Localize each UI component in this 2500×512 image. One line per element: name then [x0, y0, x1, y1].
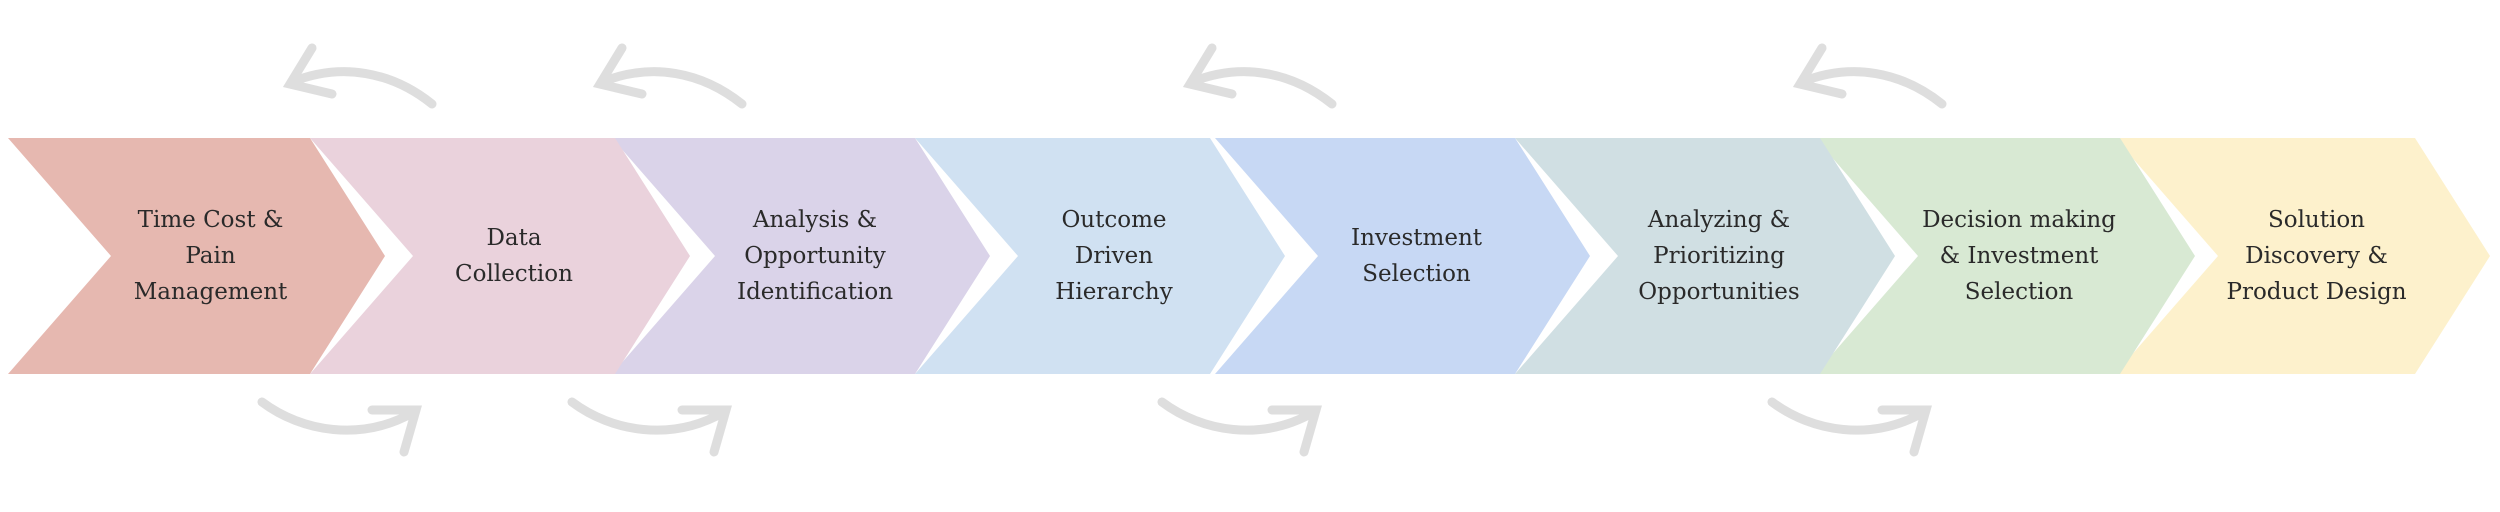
chevron-step-2 — [310, 138, 690, 374]
curved-arrow-icon — [1767, 397, 1932, 457]
curved-arrow-icon — [1157, 397, 1322, 457]
step-label-data-collection: Data Collection — [455, 225, 573, 287]
chevron-step-7 — [1815, 138, 2195, 374]
chevron-step-1 — [8, 138, 385, 374]
step-label-decision-making-and-investment-selection: Decision making & Investment Selection — [1922, 207, 2116, 305]
step-label-investment-selection: Investment Selection — [1350, 225, 1483, 287]
chevron-step-3 — [612, 138, 990, 374]
curved-arrow-icon — [282, 43, 437, 109]
step-label-analyzing-and-prioritizing-opportunities: Analyzing & Prioritizing Opportunities — [1638, 207, 1800, 305]
step-label-analysis-and-opportunity-identification: Analysis & Opportunity Identification — [736, 207, 894, 305]
step-label-outcome-driven-hierarchy: Outcome Driven Hierarchy — [1055, 207, 1173, 305]
chevron-step-8 — [2115, 138, 2490, 374]
curved-arrow-icon — [1182, 43, 1337, 109]
chevron-step-4 — [915, 138, 1285, 374]
step-label-time-cost-and-pain-management: Time Cost & Pain Management — [133, 207, 288, 305]
chevron-step-5 — [1215, 138, 1590, 374]
step-label-solution-discovery-and-product-design: Solution Discovery & Product Design — [2226, 207, 2407, 305]
curved-arrow-icon — [257, 397, 422, 457]
chevron-step-6 — [1515, 138, 1895, 374]
curved-arrow-icon — [1792, 43, 1947, 109]
curved-arrow-icon — [592, 43, 747, 109]
curved-arrow-icon — [567, 397, 732, 457]
